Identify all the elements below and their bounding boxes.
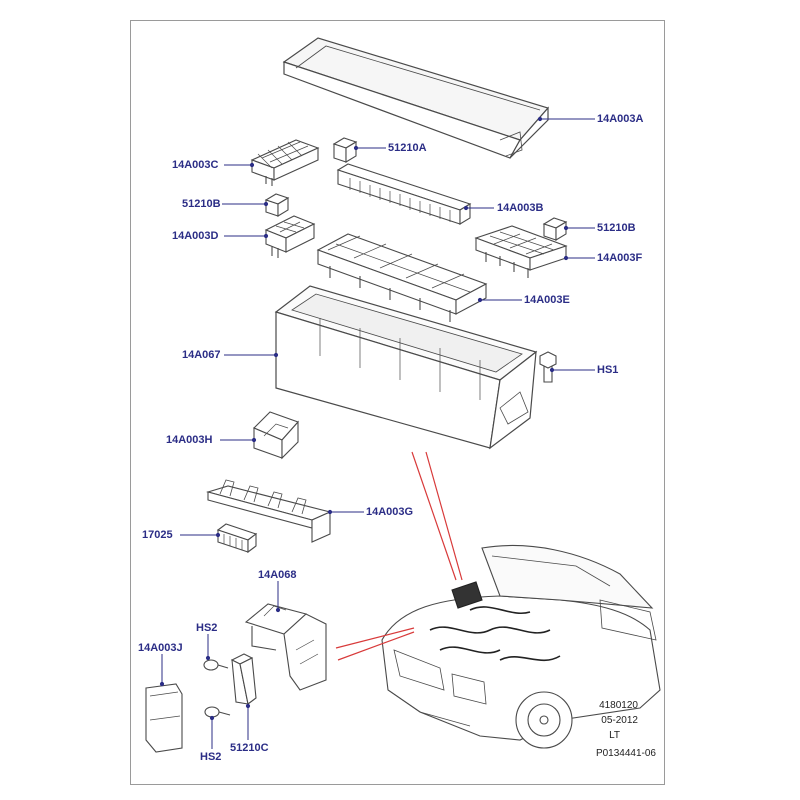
connector-17025: [216, 523, 258, 554]
label-14A003C: 14A003C: [172, 159, 219, 171]
callout-lines: [335, 451, 463, 661]
label-51210B-right: 51210B: [597, 222, 636, 234]
fuse-box-cover-14A003A: [282, 37, 550, 159]
fuse-box-housing-14A067: [274, 285, 538, 450]
info-line-1: 4180120: [599, 700, 638, 711]
label-14A003D: 14A003D: [172, 230, 219, 242]
relay-51210A: [332, 137, 358, 163]
leader-lines: [159, 116, 595, 749]
label-HS2-top: HS2: [196, 622, 218, 634]
info-line-4: P0134441-06: [595, 748, 656, 759]
fuse-block-14A003D: [264, 215, 316, 258]
fuse-block-14A003E: [316, 233, 488, 322]
label-14A003B: 14A003B: [497, 202, 544, 214]
label-14A067: 14A067: [182, 349, 221, 361]
label-17025: 17025: [142, 529, 173, 541]
label-51210A: 51210A: [388, 142, 427, 154]
cover-14A003J: [145, 683, 183, 753]
vehicle-illustration: [381, 544, 661, 749]
fuse-block-14A003C: [250, 139, 320, 186]
relay-51210B-right: [542, 217, 568, 241]
label-51210B-left: 51210B: [182, 198, 221, 210]
screw-HS2-bottom: [204, 706, 231, 718]
connector-14A003H: [253, 411, 299, 460]
label-HS1: HS1: [597, 364, 619, 376]
label-51210C: 51210C: [230, 742, 269, 754]
label-14A003E: 14A003E: [524, 294, 570, 306]
bolt-HS1: [539, 351, 557, 383]
fuse-strip-14A003B: [336, 163, 472, 225]
screw-HS2-top: [203, 659, 229, 671]
info-line-2: 05-2012: [601, 715, 638, 726]
relay-51210C: [230, 653, 257, 705]
relay-51210B-left: [264, 193, 290, 217]
fuse-block-14A003F: [474, 225, 568, 278]
label-HS2-bottom: HS2: [200, 751, 222, 763]
label-14A003A: 14A003A: [597, 113, 644, 125]
label-14A003H: 14A003H: [166, 434, 213, 446]
label-14A068: 14A068: [258, 569, 297, 581]
module-14A068: [244, 603, 327, 691]
label-14A003J: 14A003J: [138, 642, 183, 654]
label-14A003G: 14A003G: [366, 506, 414, 518]
label-14A003F: 14A003F: [597, 252, 643, 264]
info-line-3: LT: [609, 730, 620, 741]
